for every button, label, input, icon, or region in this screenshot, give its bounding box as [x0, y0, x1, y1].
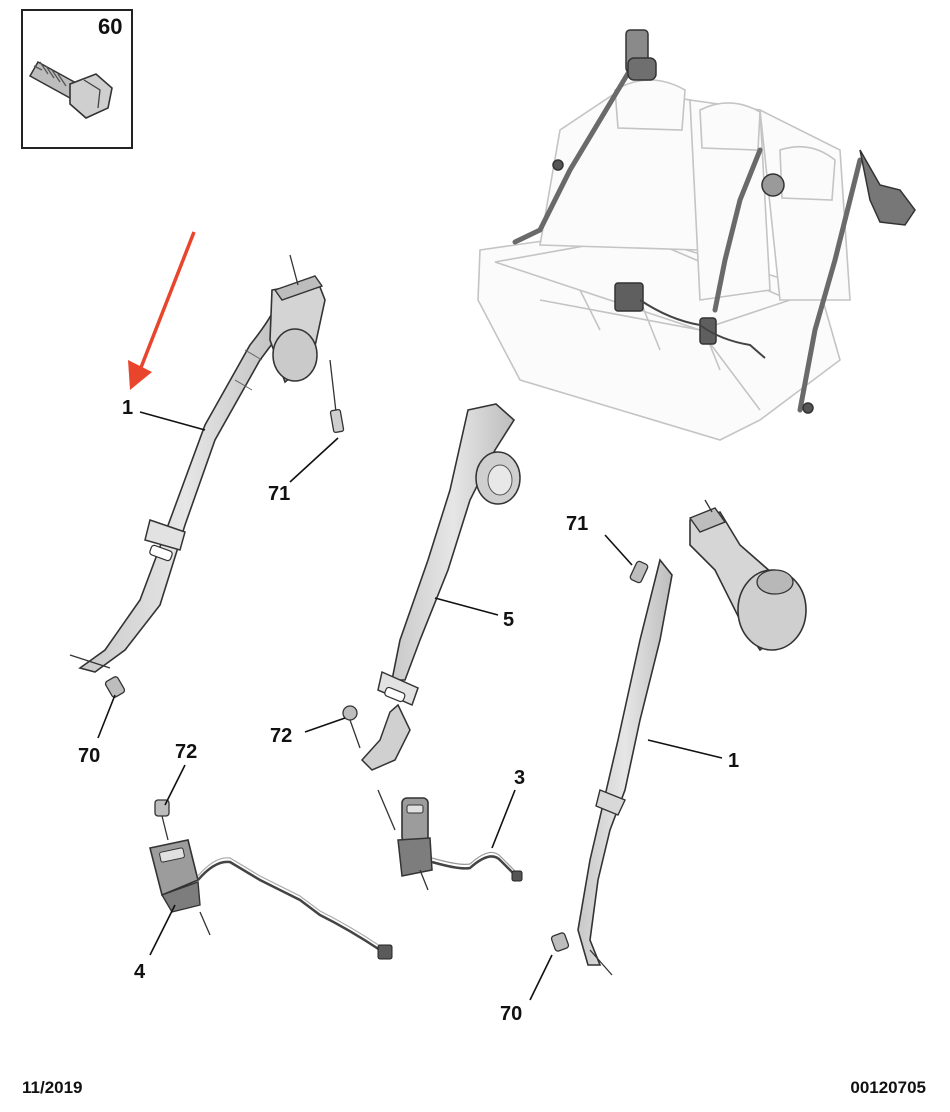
buckle-assembly-part-3[interactable]: [377, 789, 523, 891]
footer-diagram-code: 00120705: [850, 1078, 926, 1097]
seat-hardware: [552, 29, 916, 414]
rear-seat-illustration: [477, 79, 851, 441]
callout-1-left[interactable]: 1: [122, 397, 133, 419]
inset-bolt-box[interactable]: 60: [21, 9, 133, 149]
callout-72-left[interactable]: 72: [175, 741, 197, 763]
highlight-arrow: [128, 231, 196, 390]
inset-part-number: 60: [98, 14, 122, 39]
buckle-assembly-part-4[interactable]: [149, 799, 393, 960]
callout-71-left[interactable]: 71: [268, 483, 290, 505]
callout-72-center[interactable]: 72: [270, 725, 292, 747]
callout-71-right[interactable]: 71: [566, 513, 588, 535]
callout-5[interactable]: 5: [503, 609, 514, 631]
bolt-icon: [28, 60, 113, 119]
right-seat-belt-assembly[interactable]: [550, 499, 807, 976]
callout-labels: 1 71 70 5 72 72 4 3 71 1 70: [78, 397, 739, 1025]
callout-1-right[interactable]: 1: [728, 750, 739, 772]
callout-70-left[interactable]: 70: [78, 745, 100, 767]
callout-leader-lines: [97, 411, 723, 1001]
center-seat-belt-assembly[interactable]: [342, 403, 521, 771]
footer-date: 11/2019: [22, 1078, 83, 1097]
callout-70-right[interactable]: 70: [500, 1003, 522, 1025]
left-seat-belt-assembly[interactable]: [69, 254, 345, 698]
callout-4[interactable]: 4: [134, 961, 146, 983]
callout-3[interactable]: 3: [514, 767, 525, 789]
